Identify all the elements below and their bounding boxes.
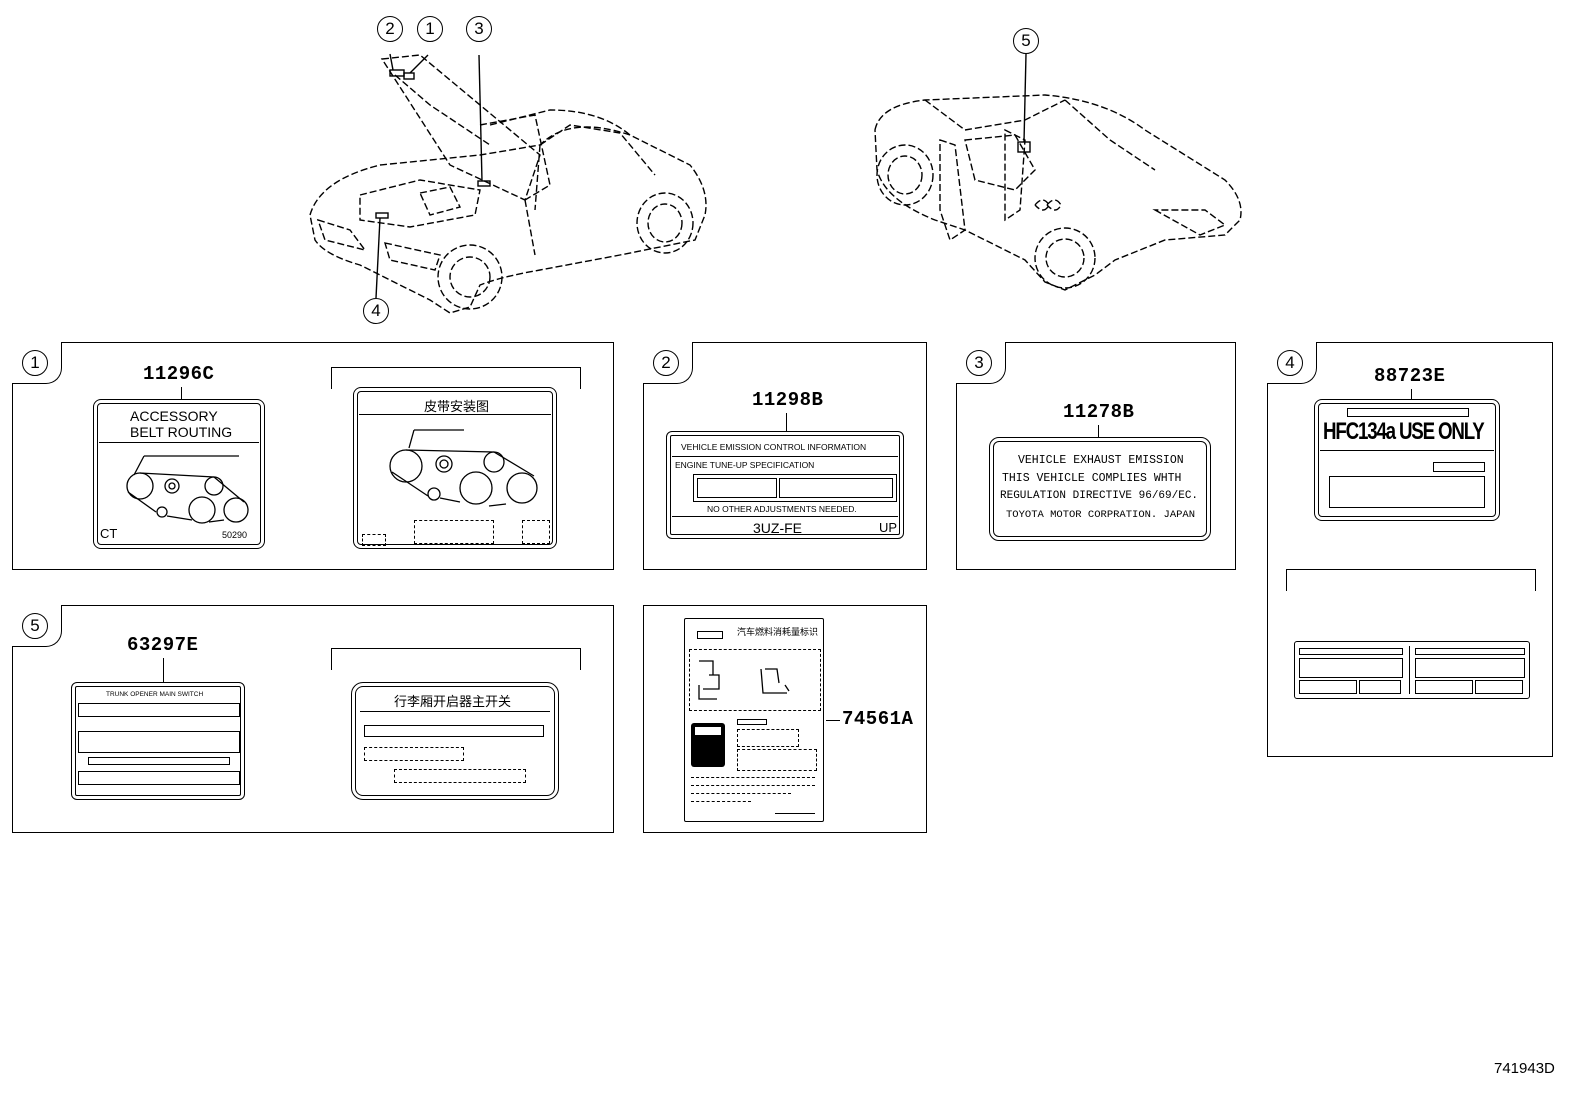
drawing-id: 741943D (1494, 1060, 1555, 1077)
panel-3-tab: 3 (956, 342, 1006, 384)
chinese-belt-routing-label: 皮带安装图 (353, 387, 557, 549)
belt-diagram-icon-alt (389, 429, 538, 507)
panel-4-refrigerant-label: 4 88723E HFC134a USE ONLY (1267, 342, 1553, 757)
trunk-label-title: TRUNK OPENER MAIN SWITCH (106, 691, 204, 698)
fuel-label-title: 汽车燃料消耗量标识 (737, 627, 819, 637)
panel-1-tab: 1 (12, 342, 62, 384)
panel-6-fuel-consumption-label: 汽车燃料消耗量标识 74561A (643, 605, 927, 833)
belt-label-code-right: 50290 (222, 530, 248, 540)
part-number-11298b: 11298B (752, 389, 824, 411)
emission-label-engine: 3UZ-FE (753, 520, 802, 536)
alt-label-bracket (331, 367, 581, 389)
exhaust-label-line1: VEHICLE EXHAUST EMISSION (1018, 454, 1184, 467)
panel-2-badge: 2 (653, 350, 679, 376)
belt-label-title-line2: BELT ROUTING (130, 424, 233, 440)
part-number-74561a: 74561A (842, 708, 914, 730)
part-number-63297e: 63297E (127, 634, 199, 656)
panel-5-trunk-opener-label: 5 63297E TRUNK OPENER MAIN SWITCH 行李厢开启器… (12, 605, 614, 833)
exhaust-label-line2: THIS VEHICLE COMPLIES WHTH (1002, 472, 1182, 485)
panel-3-exhaust-emission-label: 3 11278B VEHICLE EXHAUST EMISSION THIS V… (956, 342, 1236, 570)
callout-5: 5 (1013, 28, 1039, 54)
car-front-view-illustration (309, 53, 707, 314)
panel-1-belt-routing-label: 1 11296C ACCESSORY BELT ROUTING CT 50290… (12, 342, 614, 570)
panel-3-badge: 3 (966, 350, 992, 376)
callout-3: 3 (466, 16, 492, 42)
exhaust-emission-compliance-label: VEHICLE EXHAUST EMISSION THIS VEHICLE CO… (989, 437, 1211, 541)
panel-2-emission-control-label: 2 11298B VEHICLE EMISSION CONTROL INFORM… (643, 342, 927, 570)
refrigerant-hfc134a-label: HFC134a USE ONLY (1314, 399, 1500, 521)
alt-label-bracket-4 (1286, 569, 1536, 591)
belt-routing-label: ACCESSORY BELT ROUTING CT 50290 (93, 399, 265, 549)
panel-2-tab: 2 (643, 342, 693, 384)
exhaust-label-line3: REGULATION DIRECTIVE 96/69/EC. (1000, 490, 1199, 502)
refrigerant-info-label-alt (1294, 641, 1530, 699)
emission-label-header: VEHICLE EMISSION CONTROL INFORMATION (681, 442, 867, 452)
belt-diagram-icon (126, 455, 249, 524)
chinese-belt-label-title: 皮带安装图 (424, 399, 490, 414)
exhaust-label-line4: TOYOTA MOTOR CORPRATION. JAPAN (1006, 509, 1196, 521)
part-number-11278b: 11278B (1063, 401, 1135, 423)
part-number-88723e: 88723E (1374, 365, 1446, 387)
alt-label-bracket-5 (331, 648, 581, 670)
panel-1-badge: 1 (22, 350, 48, 376)
callout-4: 4 (363, 298, 389, 324)
panel-5-badge: 5 (22, 613, 48, 639)
belt-label-code-left: CT (100, 526, 118, 541)
belt-label-title-line1: ACCESSORY (130, 408, 218, 424)
callout-2: 2 (377, 16, 403, 42)
emission-label-subheader: ENGINE TUNE-UP SPECIFICATION (675, 460, 815, 470)
chinese-trunk-label-title: 行李厢开启器主开关 (394, 694, 512, 709)
callout-1: 1 (417, 16, 443, 42)
chinese-trunk-opener-label: 行李厢开启器主开关 (351, 682, 559, 800)
emission-control-info-label: VEHICLE EMISSION CONTROL INFORMATION ENG… (666, 431, 904, 539)
emission-label-code: UP (879, 520, 898, 535)
car-interior-view-illustration (874, 53, 1242, 291)
fuel-consumption-label: 汽车燃料消耗量标识 (684, 618, 824, 822)
emission-label-note: NO OTHER ADJUSTMENTS NEEDED. (707, 504, 857, 514)
part-number-11296c: 11296C (143, 363, 215, 385)
panel-4-tab: 4 (1267, 342, 1317, 384)
refrigerant-label-text: HFC134a USE ONLY (1323, 418, 1485, 445)
trunk-opener-main-switch-label: TRUNK OPENER MAIN SWITCH (71, 682, 245, 800)
panel-4-badge: 4 (1277, 350, 1303, 376)
panel-5-tab: 5 (12, 605, 62, 647)
fuel-label-glyphs-icon (698, 660, 790, 700)
